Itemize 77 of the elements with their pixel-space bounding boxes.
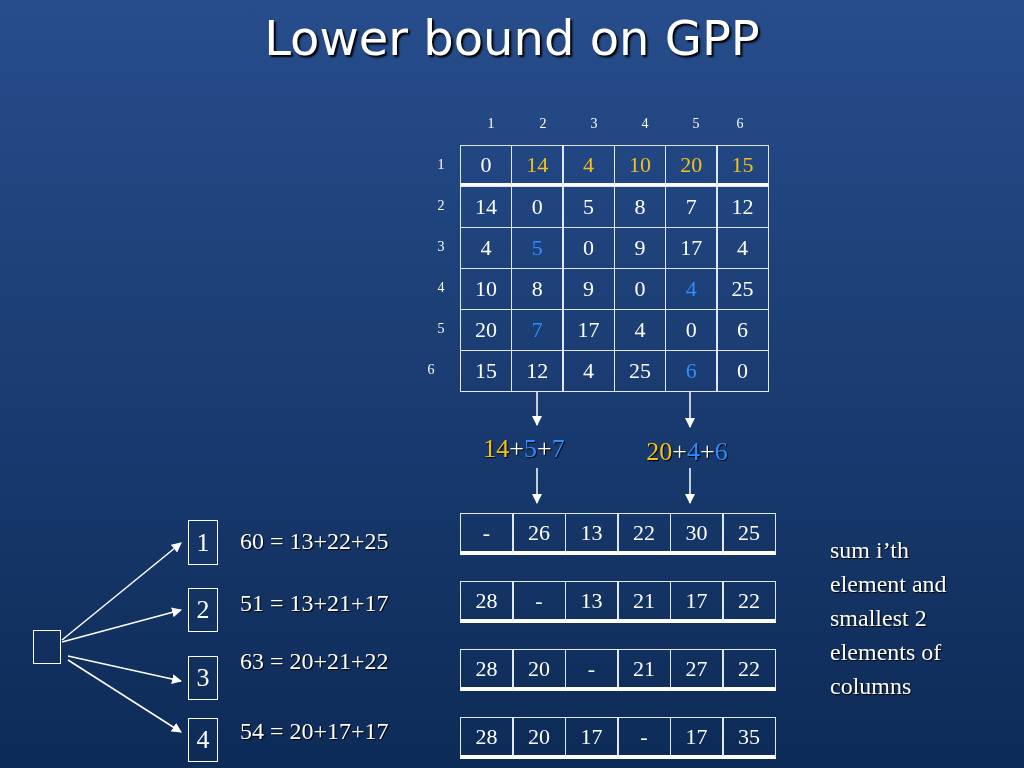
arrow <box>67 659 182 733</box>
table-cell: 21 <box>617 581 671 623</box>
row-number: 4 <box>436 280 446 296</box>
row-number: 3 <box>436 239 446 255</box>
table-cell: 28 <box>460 581 513 623</box>
table-cell: 21 <box>617 649 671 691</box>
arrow <box>532 467 542 504</box>
table-cell: - <box>460 513 513 555</box>
table-cell: 26 <box>512 513 566 555</box>
numbered-box: 3 <box>188 656 218 700</box>
matrix-cell: 12 <box>511 350 564 392</box>
table-cell: - <box>617 717 671 759</box>
row-number: 2 <box>436 198 446 214</box>
equation: 51 = 13+21+17 <box>240 590 389 617</box>
table-cell: 28 <box>460 649 513 691</box>
table-cell: - <box>565 649 618 691</box>
column-number: 4 <box>640 116 650 132</box>
table-cell: 35 <box>722 717 776 759</box>
equation: 54 = 20+17+17 <box>240 718 389 745</box>
table-cell: 20 <box>512 717 566 759</box>
equation: 60 = 13+22+25 <box>240 528 389 555</box>
matrix-cell: 6 <box>716 309 769 351</box>
table-cell: 22 <box>722 581 776 623</box>
column-number: 6 <box>735 116 745 132</box>
matrix-cell: 15 <box>460 350 512 392</box>
numbered-box: 1 <box>188 520 218 565</box>
table-cell: 17 <box>670 717 723 759</box>
table-cell: 22 <box>617 513 671 555</box>
matrix-cell: 4 <box>562 350 615 392</box>
arrow <box>67 655 182 684</box>
sum-expression: 20+4+6 <box>640 436 734 468</box>
slide-title: Lower bound on GPP <box>263 10 761 66</box>
table-cell: 30 <box>670 513 723 555</box>
matrix-cell: 7 <box>665 186 718 228</box>
matrix-cell: 10 <box>613 145 666 187</box>
sum-expression: 14+5+7 <box>478 433 570 465</box>
arrow <box>61 607 182 643</box>
arrow <box>685 391 695 428</box>
table-cell: 13 <box>565 513 618 555</box>
table-cell: 20 <box>512 649 566 691</box>
table-cell: 28 <box>460 717 513 759</box>
matrix-cell: 14 <box>460 186 512 228</box>
matrix-cell: 20 <box>665 145 718 187</box>
matrix-cell: 4 <box>716 227 769 269</box>
arrow <box>61 542 182 641</box>
table-cell: 25 <box>722 513 776 555</box>
arrow <box>532 391 542 426</box>
matrix-cell: 6 <box>665 350 718 392</box>
matrix-cell: 5 <box>562 186 615 228</box>
matrix-cell: 25 <box>716 268 769 310</box>
table-cell: 13 <box>565 581 618 623</box>
arrow <box>685 467 695 504</box>
row-number: 6 <box>426 362 436 378</box>
numbered-box: 4 <box>188 718 218 762</box>
matrix-cell: 0 <box>460 145 512 187</box>
table-cell: 17 <box>565 717 618 759</box>
matrix-cell: 14 <box>511 145 564 187</box>
table-cell: 27 <box>670 649 723 691</box>
numbered-box: 2 <box>188 588 218 632</box>
row-number: 5 <box>436 321 446 337</box>
matrix-cell: 4 <box>562 145 615 187</box>
table-cell: - <box>512 581 566 623</box>
row-number: 1 <box>436 157 446 173</box>
root-box <box>33 630 61 664</box>
matrix-cell: 0 <box>511 186 564 228</box>
column-number: 1 <box>486 116 496 132</box>
column-number: 3 <box>589 116 599 132</box>
column-number: 2 <box>538 116 548 132</box>
note: sum i’th element and smallest 2 elements of columns <box>830 536 948 701</box>
matrix-cell: 12 <box>716 186 769 228</box>
table-cell: 22 <box>722 649 776 691</box>
equation: 63 = 20+21+22 <box>240 648 389 675</box>
table-cell: 17 <box>670 581 723 623</box>
distance-matrix <box>460 145 768 391</box>
matrix-cell: 0 <box>716 350 769 392</box>
matrix-cell: 15 <box>716 145 769 187</box>
column-number: 5 <box>691 116 701 132</box>
